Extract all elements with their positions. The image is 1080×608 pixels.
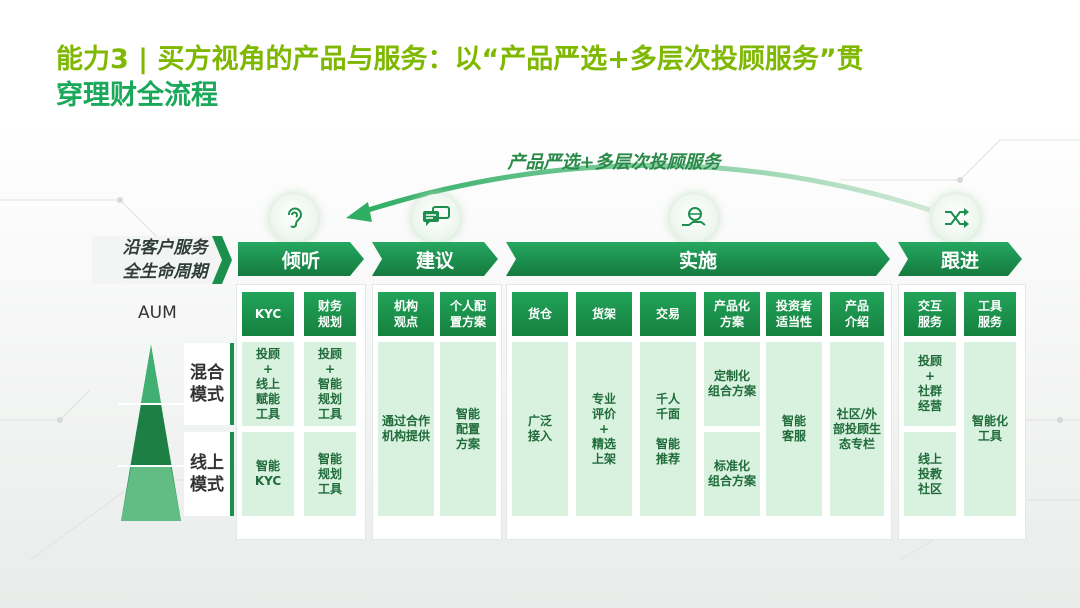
cell-smart-tools: 智能化 工具: [964, 342, 1016, 516]
section-implement: [506, 284, 892, 540]
header-institution-view: 机构 观点: [378, 292, 434, 336]
cell-shelf: 专业 评价 + 精选 上架: [576, 342, 632, 516]
cell-planning-online: 智能 规划 工具: [304, 432, 356, 516]
header-productized-plan: 产品化 方案: [704, 292, 760, 336]
header-personal-allocation: 个人配 置方案: [440, 292, 496, 336]
cell-standard-portfolio: 标准化 组合方案: [704, 432, 760, 516]
cell-personal-allocation: 智能 配置 方案: [440, 342, 496, 516]
header-interaction-service: 交互 服务: [904, 292, 956, 336]
mode-mixed-label: 混合 模式: [184, 343, 234, 425]
header-product-intro: 产品 介绍: [830, 292, 884, 336]
cell-warehouse: 广泛 接入: [512, 342, 568, 516]
cell-smart-service: 智能 客服: [766, 342, 822, 516]
header-tool-service: 工具 服务: [964, 292, 1016, 336]
shuffle-icon: [932, 194, 980, 242]
stage-listen: 倾听: [238, 242, 364, 276]
arc-label: 产品严选+多层次投顾服务: [507, 152, 721, 173]
aum-label: AUM: [138, 303, 177, 323]
aum-pyramid: [118, 345, 184, 521]
lifecycle-banner: [92, 236, 232, 284]
cell-interaction-online: 线上 投教 社区: [904, 432, 956, 516]
header-suitability: 投资者 适当性: [766, 292, 822, 336]
lifecycle-line-2: 全生命周期: [122, 262, 208, 282]
header-kyc: KYC: [242, 292, 294, 336]
cell-community-column: 社区/外 部投顾生 态专栏: [830, 342, 884, 516]
cell-interaction-mixed: 投顾 + 社群 经营: [904, 342, 956, 426]
stage-follow: 跟进: [898, 242, 1022, 276]
lifecycle-label: 沿客户服务 全生命周期: [96, 236, 234, 284]
cell-planning-mixed: 投顾 + 智能 规划 工具: [304, 342, 356, 426]
cell-kyc-online: 智能 KYC: [242, 432, 294, 516]
hand-globe-icon: [670, 194, 718, 242]
header-shelf: 货架: [576, 292, 632, 336]
cell-kyc-mixed: 投顾 + 线上 赋能 工具: [242, 342, 294, 426]
cell-institution-view: 通过合作 机构提供: [378, 342, 434, 516]
title-line-2: 穿理财全流程: [56, 80, 218, 111]
header-trade: 交易: [640, 292, 696, 336]
ear-icon: [270, 194, 318, 242]
page-title: 能力3 | 买方视角的产品与服务：以“产品严选+多层次投顾服务”贯 穿理财全流程: [56, 42, 1036, 114]
mode-online-label: 线上 模式: [184, 432, 234, 516]
cell-trade: 千人 千面 智能 推荐: [640, 342, 696, 516]
lifecycle-line-1: 沿客户服务: [122, 238, 208, 258]
stage-advise: 建议: [372, 242, 498, 276]
header-warehouse: 货仓: [512, 292, 568, 336]
cell-custom-portfolio: 定制化 组合方案: [704, 342, 760, 426]
title-line-1: 能力3 | 买方视角的产品与服务：以“产品严选+多层次投顾服务”贯: [56, 44, 864, 75]
chat-icon: [412, 194, 460, 242]
header-financial-planning: 财务 规划: [304, 292, 356, 336]
stage-implement: 实施: [506, 242, 890, 276]
